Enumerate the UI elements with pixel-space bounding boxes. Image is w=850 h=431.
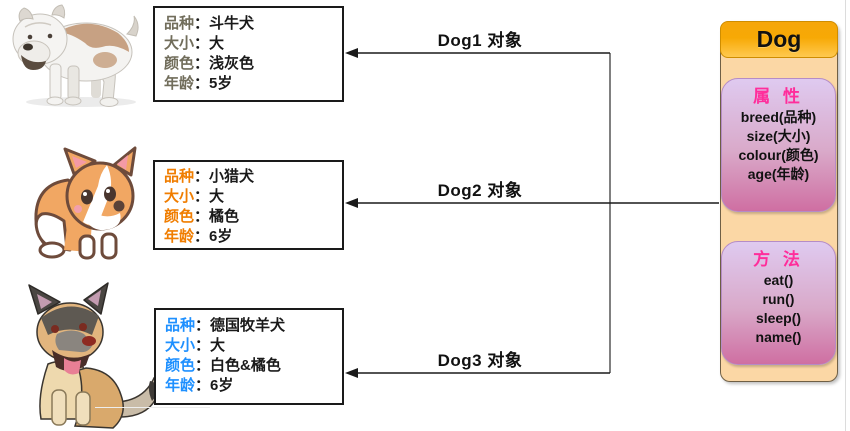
arrow-label-dog2: Dog2 对象 — [437, 181, 523, 200]
field-label: 品种 — [165, 317, 196, 334]
attributes-section: 属 性 breed(品种) size(大小) colour(颜色) age(年龄… — [721, 78, 836, 212]
method-item: sleep() — [755, 310, 802, 326]
property-row: 年龄：6岁 — [165, 377, 234, 394]
arrow-label-dog3: Dog3 对象 — [437, 351, 523, 370]
arrow-label-dog1: Dog1 对象 — [437, 31, 523, 50]
page-edge-line — [845, 0, 846, 431]
field-label: 颜色 — [165, 357, 196, 374]
dog2-property-box: 品种：小猎犬 大小：大 颜色：橘色 年龄：6岁 — [153, 160, 344, 250]
field-label: 颜色 — [164, 55, 195, 72]
dog1-property-box: 品种：斗牛犬 大小：大 颜色：浅灰色 年龄：5岁 — [153, 6, 344, 102]
arrowhead-left-icon — [345, 368, 358, 378]
field-label: 品种 — [164, 15, 195, 32]
attribute-item: colour(颜色) — [738, 147, 819, 163]
bulldog-illustration — [6, 2, 144, 108]
field-value: 白色&橘色 — [210, 357, 281, 374]
field-value: 德国牧羊犬 — [210, 317, 286, 334]
property-row: 品种：斗牛犬 — [164, 15, 255, 32]
property-row: 颜色：浅灰色 — [164, 55, 255, 72]
field-label: 颜色 — [164, 208, 195, 225]
attribute-item: age(年龄) — [747, 166, 810, 182]
attributes-header: 属 性 — [753, 87, 804, 106]
property-row: 大小：大 — [164, 188, 225, 205]
property-row: 大小：大 — [164, 35, 225, 52]
arrowhead-left-icon — [345, 48, 358, 58]
dog3-property-box: 品种：德国牧羊犬 大小：大 颜色：白色&橘色 年龄：6岁 — [154, 308, 344, 405]
field-value: 斗牛犬 — [209, 15, 255, 32]
corgi-puppy-illustration — [22, 146, 146, 264]
field-label: 大小 — [164, 35, 195, 52]
property-row: 颜色：橘色 — [164, 208, 240, 225]
field-value: 6岁 — [209, 228, 233, 245]
attribute-item: breed(品种) — [740, 109, 817, 125]
photo-edge-line — [95, 407, 210, 408]
field-value: 大 — [209, 188, 225, 205]
field-label: 年龄 — [164, 75, 195, 92]
field-value: 浅灰色 — [209, 55, 255, 72]
field-value: 大 — [209, 35, 225, 52]
property-row: 年龄：6岁 — [164, 228, 233, 245]
method-item: name() — [755, 329, 802, 345]
method-item: run() — [762, 291, 795, 307]
attribute-item: size(大小) — [746, 128, 811, 144]
field-value: 小猎犬 — [209, 168, 255, 185]
german-shepherd-illustration — [0, 282, 161, 431]
field-value: 5岁 — [209, 75, 233, 92]
class-title: Dog — [720, 21, 838, 58]
property-row: 年龄：5岁 — [164, 75, 233, 92]
dog-class-box: Dog 属 性 breed(品种) size(大小) colour(颜色) ag… — [720, 21, 838, 382]
field-label: 年龄 — [165, 377, 196, 394]
property-row: 大小：大 — [165, 337, 226, 354]
property-row: 颜色：白色&橘色 — [165, 357, 281, 374]
field-label: 年龄 — [164, 228, 195, 245]
methods-section: 方 法 eat() run() sleep() name() — [721, 241, 836, 365]
property-row: 品种：德国牧羊犬 — [165, 317, 286, 334]
field-label: 大小 — [165, 337, 196, 354]
field-value: 大 — [210, 337, 226, 354]
field-label: 品种 — [164, 168, 195, 185]
method-item: eat() — [763, 272, 794, 288]
property-row: 品种：小猎犬 — [164, 168, 255, 185]
methods-header: 方 法 — [753, 250, 804, 269]
field-value: 6岁 — [210, 377, 234, 394]
field-value: 橘色 — [209, 208, 240, 225]
arrowhead-left-icon — [345, 198, 358, 208]
field-label: 大小 — [164, 188, 195, 205]
